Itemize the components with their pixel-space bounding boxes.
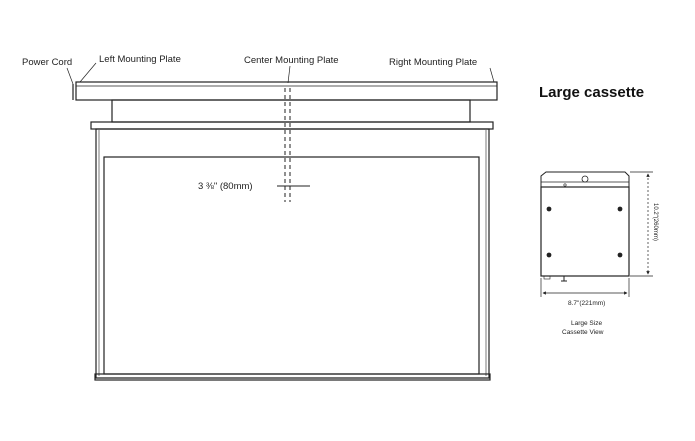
cassette-top-plate xyxy=(540,171,630,187)
cassette-width-label: 8.7"(221mm) xyxy=(568,300,605,307)
left-plate-leader xyxy=(79,62,97,83)
right-plate-leader xyxy=(489,67,495,83)
leader-lines xyxy=(66,62,495,85)
cassette-body xyxy=(540,186,630,277)
viewing-area xyxy=(103,156,480,375)
cassette-top-hole xyxy=(581,175,589,183)
mounting-hole-top-right xyxy=(617,206,623,212)
cassette-title: Large cassette xyxy=(539,84,644,101)
housing-lip xyxy=(90,121,494,130)
cassette-height-label: 10.2"(260mm) xyxy=(652,203,658,241)
cassette-view xyxy=(540,171,630,282)
mounting-hole-bottom-left xyxy=(546,252,552,258)
label-center-mounting-plate: Center Mounting Plate xyxy=(244,55,339,66)
cassette-mounting-holes xyxy=(546,206,623,258)
top-mounting-rail xyxy=(75,81,498,101)
bottom-bar xyxy=(94,373,491,381)
label-power-cord: Power Cord xyxy=(22,57,72,68)
cassette-caption-line2: Cassette View xyxy=(562,329,604,336)
mounting-hole-top-left xyxy=(546,206,552,212)
label-gap-dimension: 3 ⅜" (80mm) xyxy=(198,181,253,192)
cassette-dimensions xyxy=(540,171,653,297)
front-view xyxy=(72,81,498,381)
cassette-bottom-tab xyxy=(543,275,551,280)
label-left-mounting-plate: Left Mounting Plate xyxy=(99,54,181,65)
center-plate-leader xyxy=(287,65,291,84)
screen-body xyxy=(95,128,490,379)
housing-neck xyxy=(111,99,471,123)
cassette-caption-line1: Large Size xyxy=(571,320,602,327)
cassette-small-hole xyxy=(563,183,567,187)
power-cord-leader xyxy=(66,67,74,85)
mounting-hole-bottom-right xyxy=(617,252,623,258)
label-right-mounting-plate: Right Mounting Plate xyxy=(389,57,477,68)
